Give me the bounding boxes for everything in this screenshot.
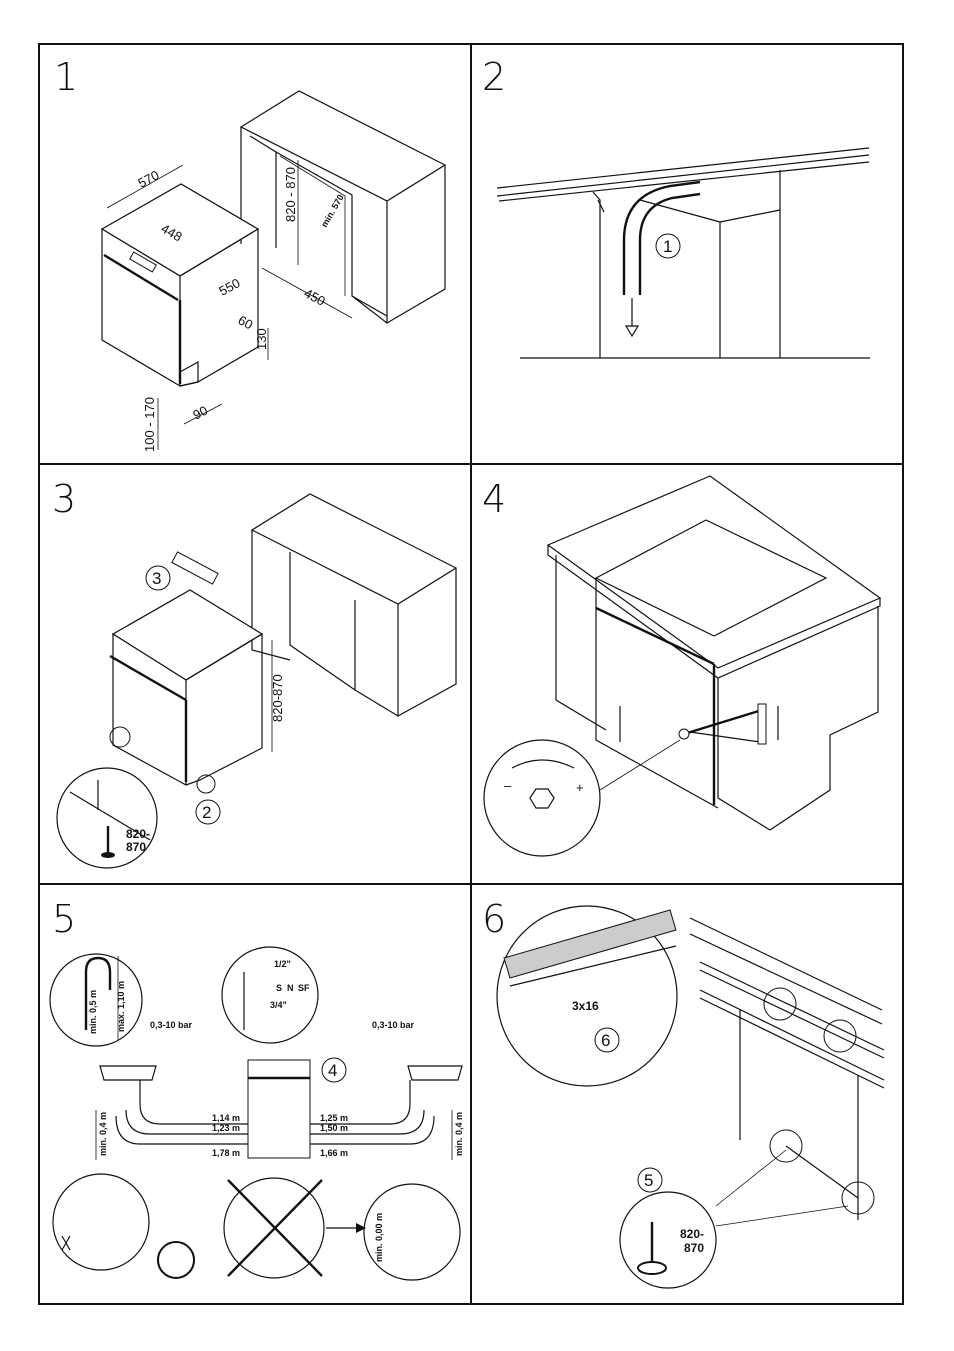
foot-dim-line2: 870 bbox=[684, 1241, 704, 1255]
valve-SF: SF bbox=[298, 983, 310, 993]
panel-number-3: 3 bbox=[52, 477, 76, 521]
min-side-right: min. 0,4 m bbox=[454, 1112, 464, 1156]
panel-number-1: 1 bbox=[54, 55, 78, 99]
panel-grid bbox=[38, 43, 904, 1305]
adjust-minus: – bbox=[504, 778, 512, 793]
panel-5-water-connections: max. 1,10 m min. 0,5 m 1/2" 3/4" S N SF … bbox=[49, 946, 464, 1281]
callout-2: 2 bbox=[202, 803, 211, 822]
thread-three-quarter-inch: 3/4" bbox=[270, 1000, 287, 1010]
panel-2-hose-routing: 1 bbox=[496, 147, 870, 359]
dim-60: 60 bbox=[236, 312, 256, 332]
drain-height-detail bbox=[49, 953, 143, 1047]
dim-820-870: 820 - 870 bbox=[283, 167, 298, 222]
len-114: 1,14 m bbox=[212, 1113, 240, 1123]
callout-6: 6 bbox=[601, 1031, 610, 1050]
foot-detail-circle bbox=[56, 767, 158, 869]
min-side-left: min. 0,4 m bbox=[98, 1112, 108, 1156]
panel-number-5: 5 bbox=[52, 897, 76, 941]
pressure-right: 0,3-10 bar bbox=[372, 1020, 415, 1030]
panel-6-worktop-fixing: 3x16 6 5 820- 870 bbox=[496, 905, 885, 1289]
dishwasher-unit bbox=[100, 183, 260, 388]
panel-1-dimensions-drawing: 570 448 820 - 870 min. 570 550 450 60 13… bbox=[100, 90, 447, 452]
min-zero-label: min. 0,00 m bbox=[374, 1213, 384, 1262]
thread-half-inch: 1/2" bbox=[274, 959, 291, 969]
max-height-label: max. 1,10 m bbox=[116, 981, 126, 1032]
callout-3: 3 bbox=[152, 569, 161, 588]
panel-3-height-adjust: 3 820-870 2 820- 870 bbox=[56, 493, 458, 869]
dim-820-870: 820-870 bbox=[270, 674, 285, 722]
len-123: 1,23 m bbox=[212, 1123, 240, 1133]
correct-hose-detail bbox=[363, 1183, 461, 1281]
valve-N: N bbox=[287, 983, 294, 993]
len-150: 1,50 m bbox=[320, 1123, 348, 1133]
callout-4: 4 bbox=[328, 1061, 337, 1080]
dim-90: 90 bbox=[190, 403, 210, 423]
len-125: 1,25 m bbox=[320, 1113, 348, 1123]
screw-size: 3x16 bbox=[572, 999, 599, 1013]
dim-100-170: 100 - 170 bbox=[142, 397, 157, 452]
len-178: 1,78 m bbox=[212, 1148, 240, 1158]
kitchen-cabinet bbox=[250, 493, 458, 718]
dim-450: 450 bbox=[302, 285, 328, 308]
clamp-detail bbox=[52, 1173, 150, 1271]
panel-number-4: 4 bbox=[482, 477, 506, 521]
dim-130: 130 bbox=[254, 328, 269, 350]
len-166: 1,66 m bbox=[320, 1148, 348, 1158]
min-height-label: min. 0,5 m bbox=[88, 990, 98, 1034]
dim-570: 570 bbox=[135, 167, 161, 190]
foot-dim-line2: 870 bbox=[126, 840, 146, 854]
pressure-left: 0,3-10 bar bbox=[150, 1020, 193, 1030]
adjust-plus: + bbox=[576, 780, 584, 795]
dishwasher-front bbox=[247, 1059, 311, 1159]
panel-number-2: 2 bbox=[482, 55, 506, 99]
thread-detail bbox=[221, 946, 319, 1044]
valve-S: S bbox=[276, 983, 282, 993]
dim-550: 550 bbox=[216, 275, 242, 298]
foot-dim-line1: 820- bbox=[680, 1227, 704, 1241]
callout-5: 5 bbox=[644, 1171, 653, 1190]
dishwasher-unit bbox=[109, 589, 264, 787]
dim-min-570: min. 570 bbox=[319, 193, 346, 229]
callout-1: 1 bbox=[663, 237, 672, 256]
panel-4-plinth-adjust: – + bbox=[483, 475, 882, 857]
foot-dim-line1: 820- bbox=[126, 827, 150, 841]
kitchen-cabinet bbox=[239, 90, 447, 325]
panel-number-6: 6 bbox=[482, 897, 506, 941]
